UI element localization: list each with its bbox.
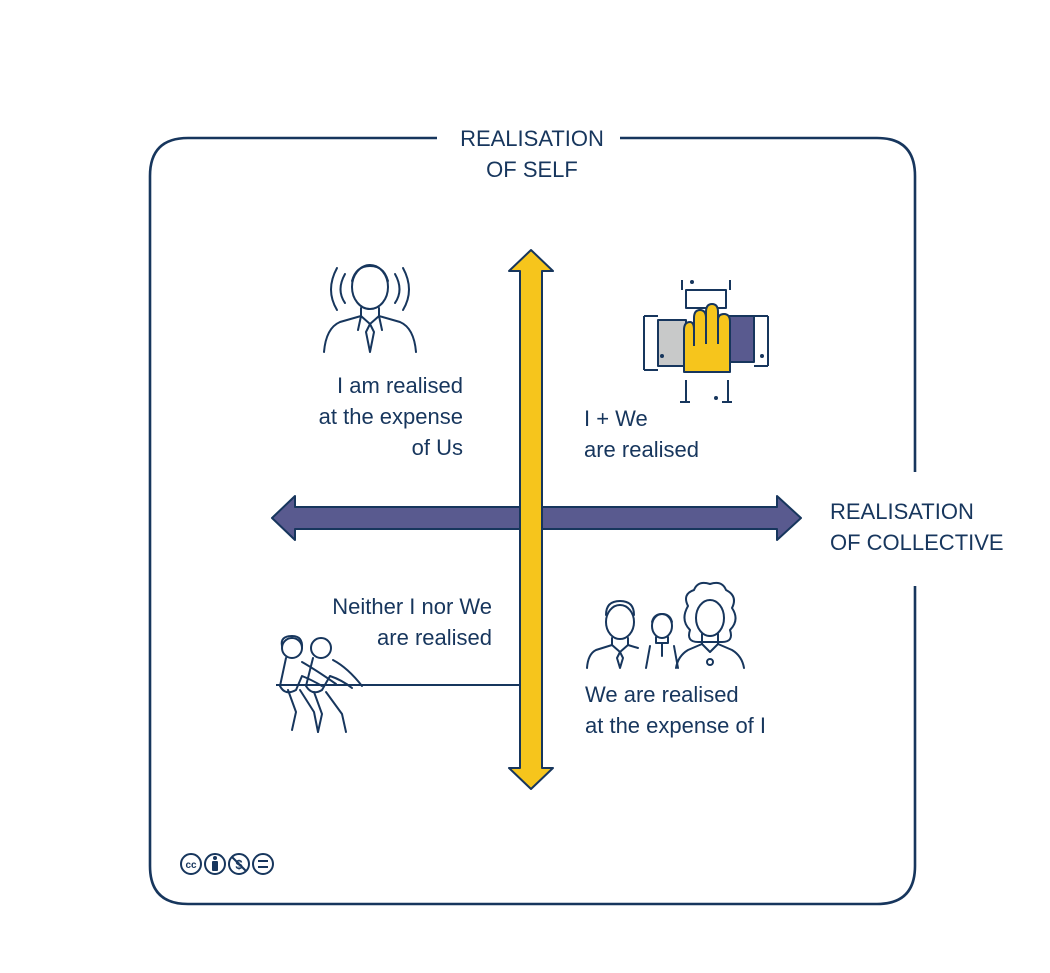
quadrant-top-left-label: I am realised at the expense of Us xyxy=(263,370,463,463)
vertical-axis-label: REALISATION OF SELF xyxy=(437,123,627,185)
quadrant-text-line: I am realised xyxy=(337,373,463,398)
person-icon xyxy=(323,264,417,353)
quadrant-text-line: of Us xyxy=(411,435,463,460)
horizontal-axis-label-line: OF COLLECTIVE xyxy=(830,530,1004,555)
vertical-axis-label-line: REALISATION xyxy=(460,126,604,151)
stacked-hands-icon xyxy=(643,280,769,403)
tug-of-war-icon xyxy=(279,635,363,733)
nd-icon xyxy=(252,853,274,875)
horizontal-axis-label: REALISATION OF COLLECTIVE xyxy=(830,496,1004,558)
cc-icon: cc xyxy=(180,853,202,875)
quadrant-text-line: at the expense xyxy=(318,404,463,429)
quadrant-text-line: are realised xyxy=(377,625,492,650)
vertical-axis-label-line: OF SELF xyxy=(486,157,578,182)
quadrant-text-line: We are realised xyxy=(585,682,739,707)
frame-border xyxy=(148,136,917,906)
quadrant-top-right-label: I + We are realised xyxy=(584,403,699,465)
quadrant-text-line: I + We xyxy=(584,406,648,431)
horizontal-axis-label-line: REALISATION xyxy=(830,499,974,524)
nc-icon: $ xyxy=(228,853,250,875)
quadrant-text-line: are realised xyxy=(584,437,699,462)
quadrant-bottom-right-label: We are realised at the expense of I xyxy=(585,679,766,741)
group-of-people-icon xyxy=(586,581,745,669)
by-icon xyxy=(204,853,226,875)
vertical-axis-arrow xyxy=(508,249,554,790)
quadrant-text-line: at the expense of I xyxy=(585,713,767,738)
svg-text:cc: cc xyxy=(185,860,197,871)
quadrant-text-line: Neither I nor We xyxy=(332,594,492,619)
license-badges: cc $ xyxy=(180,853,274,875)
quadrant-bottom-left-label: Neither I nor We are realised xyxy=(272,591,492,653)
